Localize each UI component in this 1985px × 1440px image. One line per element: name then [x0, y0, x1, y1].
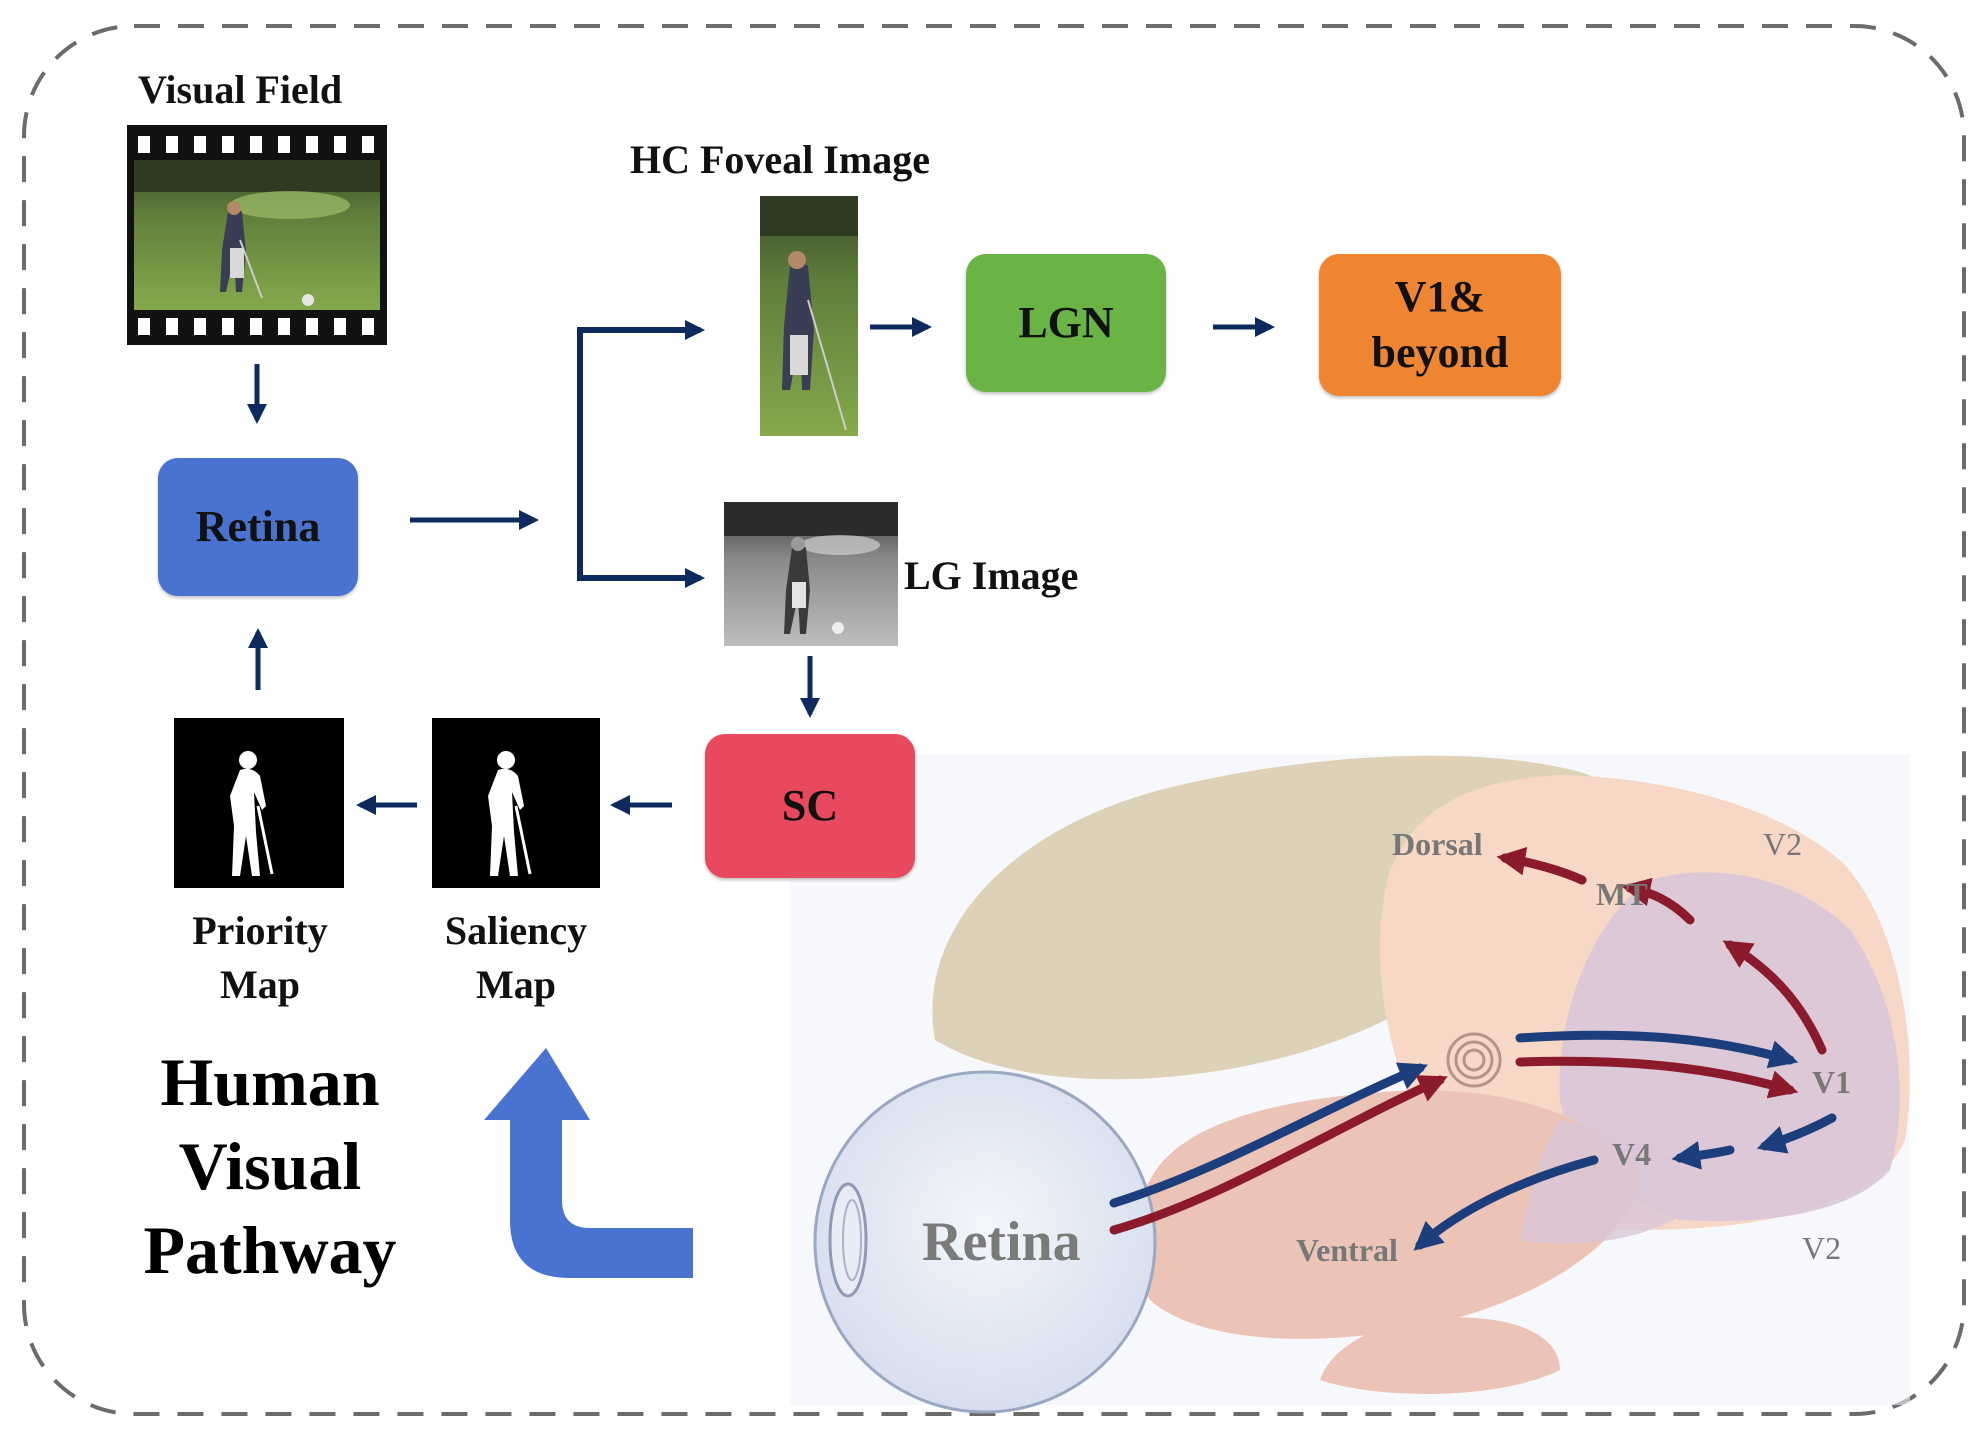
lg-image-label: LG Image: [904, 553, 1079, 598]
lg-image-icon: [724, 502, 898, 646]
lgn-node-label: LGN: [1018, 298, 1114, 347]
lgn-to-v1-red: [1515, 1056, 1799, 1099]
priority-map-label: Priority Map: [160, 904, 360, 1012]
v4-label: V4: [1612, 1136, 1652, 1172]
sc-node: SC: [705, 734, 915, 878]
brain-retina-label: Retina: [922, 1211, 1081, 1273]
v2-bottom-label: V2: [1802, 1230, 1842, 1266]
lgn-to-v1-blue: [1515, 1030, 1799, 1069]
golfer-silhouette-icon: [230, 751, 274, 876]
priority-map-icon: [174, 718, 344, 888]
thalamus-icon: [1446, 1032, 1502, 1088]
dorsal-label: Dorsal: [1392, 826, 1483, 862]
v1-beyond-node: V1& beyond: [1319, 254, 1561, 396]
big-return-arrow: [484, 1048, 693, 1278]
saliency-map-label: Saliency Map: [416, 904, 616, 1012]
v1-node-label-line1: V1&: [1394, 272, 1486, 321]
mt-to-dorsal-red: [1496, 846, 1587, 885]
v1-label: V1: [1812, 1064, 1852, 1100]
mt-label: MT: [1596, 876, 1648, 912]
lgn-node: LGN: [966, 254, 1166, 392]
sc-node-label: SC: [781, 781, 839, 830]
retina-to-lgn-blue: [1109, 1062, 1428, 1208]
saliency-map-icon: [432, 718, 600, 888]
mt-arrow-red: [1621, 877, 1695, 925]
v4-to-ventral-blue: [1413, 1155, 1599, 1251]
title-line1: Human: [160, 1044, 380, 1120]
retina-to-lgn-red: [1109, 1075, 1448, 1235]
saliency-map-label-line1: Saliency: [444, 908, 588, 953]
priority-map-label-line1: Priority: [192, 908, 328, 953]
v1-to-v4-blue: [1756, 1113, 1837, 1154]
film-strip-icon: [127, 125, 387, 345]
hc-foveal-image-label: HC Foveal Image: [630, 137, 930, 182]
saliency-map-label-line2: Map: [476, 962, 556, 1007]
v1-to-mt-red: [1722, 940, 1827, 1055]
ventral-label: Ventral: [1296, 1232, 1398, 1268]
title-line3: Pathway: [143, 1212, 397, 1288]
dashed-frame: [22, 24, 1966, 1416]
v2-top-label: V2: [1763, 826, 1803, 862]
visual-field-label: Visual Field: [138, 67, 343, 112]
v1-node-label-line2: beyond: [1371, 328, 1509, 377]
hc-foveal-image-icon: [760, 196, 858, 436]
split-bracket: [577, 327, 700, 581]
golfer-silhouette-icon: [488, 751, 532, 876]
eye-icon: [813, 1070, 1157, 1414]
title-line2: Visual: [178, 1128, 362, 1204]
golfer-photo-icon: [134, 160, 380, 310]
flow-arrows: [247, 317, 1275, 815]
v4-arrow-blue: [1671, 1141, 1735, 1170]
brain-pathway-arrows: [1109, 846, 1837, 1251]
retina-node: Retina: [158, 458, 358, 596]
priority-map-label-line2: Map: [220, 962, 300, 1007]
diagram-title: Human Visual Pathway: [120, 1040, 420, 1292]
retina-node-label: Retina: [195, 502, 321, 551]
